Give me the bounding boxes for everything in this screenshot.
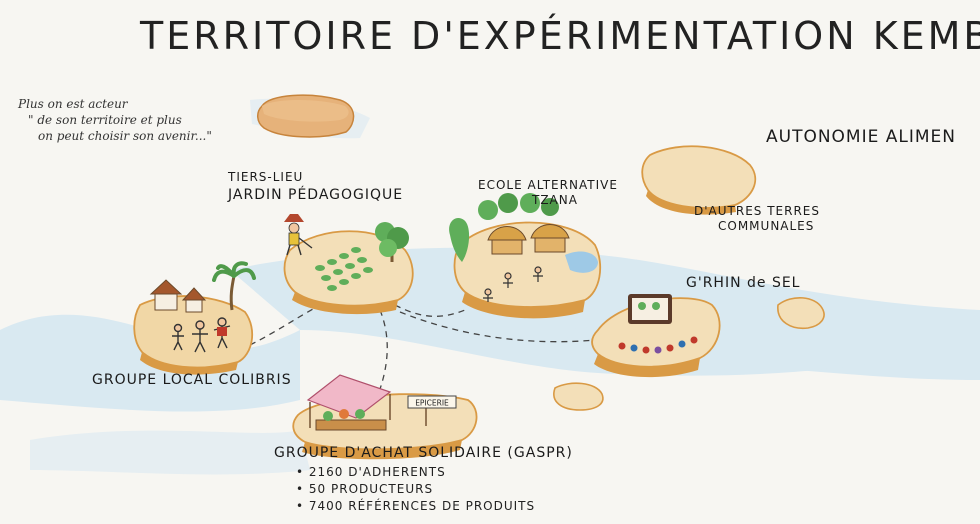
board-icon xyxy=(628,294,672,324)
label-tiers-lieu-line-2: JARDIN PÉDAGOGIQUE xyxy=(228,187,404,203)
label-gaspr: GROUPE D'ACHAT SOLIDAIRE (GASPR) xyxy=(274,445,573,461)
label-autres-terres: D'AUTRES TERRES COMMUNALES xyxy=(694,204,820,234)
path-jardin-ecole xyxy=(394,304,466,317)
island-ecole xyxy=(449,193,602,319)
house-icon xyxy=(149,279,207,313)
gardener-icon xyxy=(284,214,313,256)
island-gaspr: EPICERIE xyxy=(292,374,478,460)
label-colibris: GROUPE LOCAL COLIBRIS xyxy=(92,372,292,388)
island-colibris xyxy=(133,261,256,375)
market-stall-icon xyxy=(306,374,392,431)
label-grhin: G'RHIN de SEL xyxy=(686,275,801,291)
label-ecole: ECOLE ALTERNATIVE TZANA xyxy=(478,178,618,208)
tree-icon xyxy=(375,222,409,262)
page-title: TERRITOIRE D'EXPÉRIMENTATION KEMBS xyxy=(140,14,980,58)
hut-icon xyxy=(487,224,570,255)
people-row-icon xyxy=(618,336,698,354)
water-wash xyxy=(0,98,980,475)
island-jardin xyxy=(283,214,414,315)
gaspr-bullet-item: 7400 RÉFÉRENCES DE PRODUITS xyxy=(296,498,535,515)
island-small-right xyxy=(777,297,825,330)
gaspr-bullet-list: 2160 D'ADHERENTS 50 PRODUCTEURS 7400 RÉF… xyxy=(296,464,535,515)
label-autres-terres-line-1: D'AUTRES TERRES xyxy=(694,204,820,218)
palm-tree-icon xyxy=(212,261,256,311)
quote-line-2: " de son territoire et plus xyxy=(28,113,182,127)
gaspr-bullet-item: 50 PRODUCTEURS xyxy=(296,481,535,498)
quote-text: Plus on est acteur " de son territoire e… xyxy=(18,96,248,144)
path-jardin-grhin xyxy=(399,311,596,343)
label-autres-terres-line-2: COMMUNALES xyxy=(718,219,815,233)
island-floating-top xyxy=(257,94,355,138)
label-ecole-line-2: TZANA xyxy=(532,193,578,207)
theme-label: AUTONOMIE ALIMEN xyxy=(766,127,957,147)
trees-icon xyxy=(449,193,559,262)
gaspr-bullet-item: 2160 D'ADHERENTS xyxy=(296,464,535,481)
island-grhin xyxy=(591,294,721,378)
garden-rows-icon xyxy=(315,247,373,291)
quote-line-3: on peut choisir son avenir..." xyxy=(38,129,212,143)
quote-line-1: Plus on est acteur xyxy=(18,97,128,111)
children-icon xyxy=(483,266,543,302)
label-ecole-line-1: ECOLE ALTERNATIVE xyxy=(478,178,618,192)
label-tiers-lieu: TIERS-LIEU JARDIN PÉDAGOGIQUE xyxy=(228,168,403,204)
island-autres-terres xyxy=(641,145,757,215)
island-small-center xyxy=(553,382,604,411)
label-tiers-lieu-line-1: TIERS-LIEU xyxy=(228,170,304,184)
epicerie-sign: EPICERIE xyxy=(407,395,457,426)
people-icon xyxy=(172,317,231,353)
epicerie-sign-text: EPICERIE xyxy=(415,399,449,408)
